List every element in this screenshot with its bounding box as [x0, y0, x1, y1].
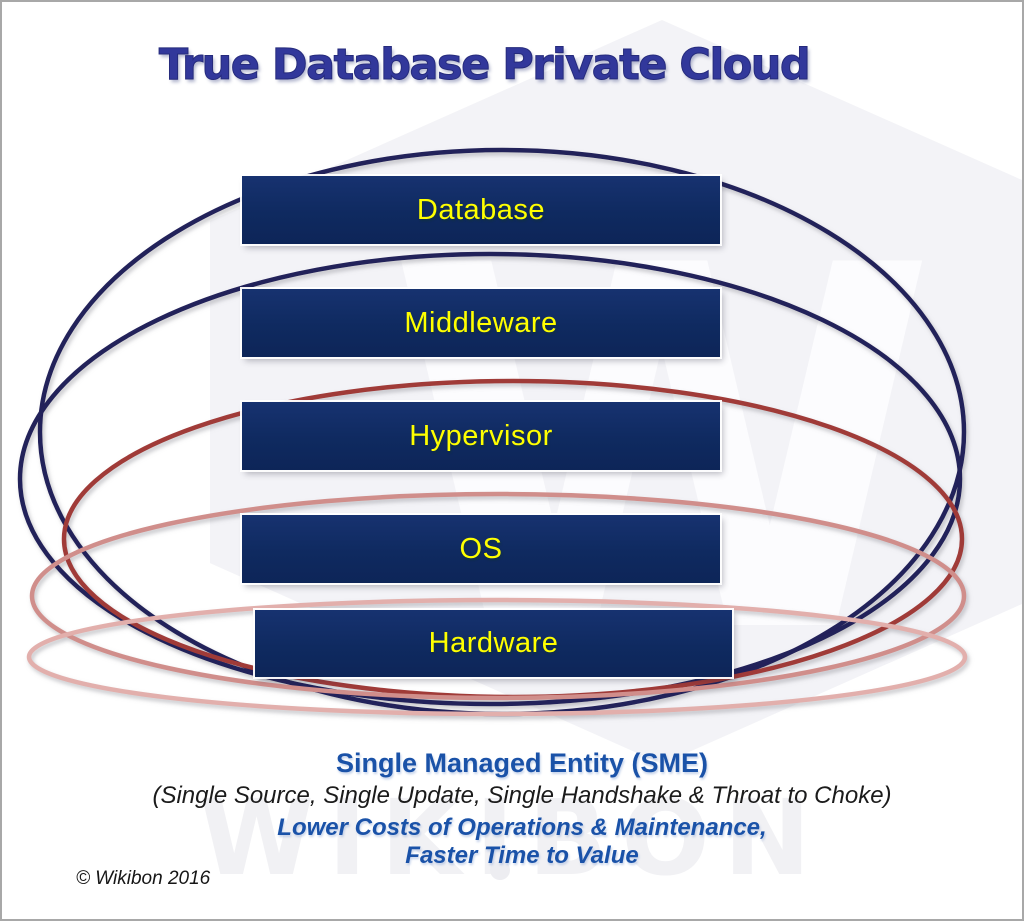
- benefit-line-2: Faster Time to Value: [405, 842, 639, 869]
- layer-middleware-label: Middleware: [404, 306, 558, 339]
- sme-subheading: (Single Source, Single Update, Single Ha…: [152, 782, 892, 809]
- footer-text-block: Single Managed Entity (SME) (Single Sour…: [22, 748, 1022, 870]
- layer-os-label: OS: [459, 532, 503, 565]
- wikibon-dot-watermark: [490, 860, 510, 880]
- benefit-line-1: Lower Costs of Operations & Maintenance,: [277, 814, 767, 841]
- ring-light-pink: [26, 597, 968, 717]
- layer-hypervisor: Hypervisor: [242, 402, 720, 470]
- layer-os: OS: [242, 515, 720, 583]
- sme-heading: Single Managed Entity (SME): [335, 748, 709, 778]
- layer-hypervisor-label: Hypervisor: [409, 419, 553, 452]
- ring-navy-inner: [17, 251, 963, 707]
- layer-hardware-label: Hardware: [428, 627, 559, 659]
- layer-hardware: Hardware: [255, 610, 732, 677]
- layer-middleware: Middleware: [242, 289, 720, 357]
- page-title: True Database Private Cloud: [158, 40, 811, 91]
- layer-database-label: Database: [416, 193, 546, 226]
- copyright-notice: © Wikibon 2016: [76, 868, 211, 889]
- ring-medium-pink: [29, 491, 967, 701]
- layer-database: Database: [242, 176, 720, 244]
